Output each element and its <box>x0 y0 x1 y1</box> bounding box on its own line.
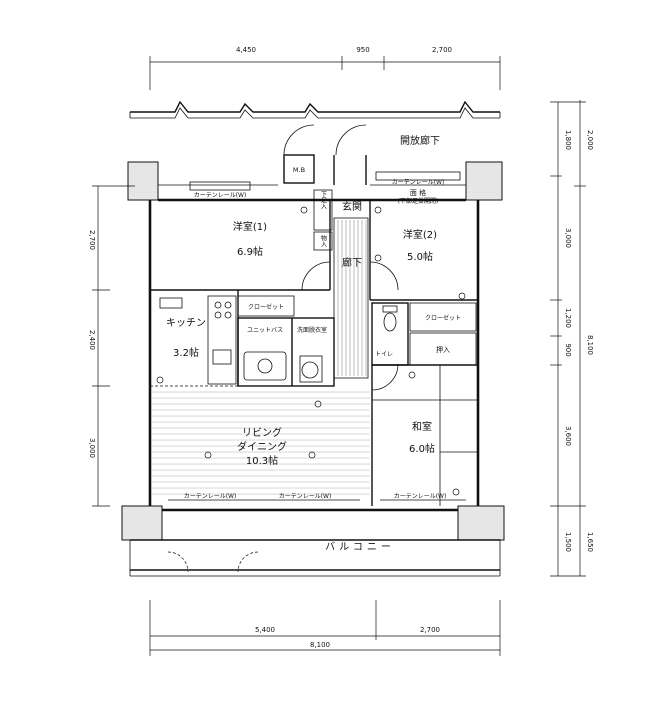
interior-walls: クローゼット クローゼット 押入 <box>150 200 478 506</box>
balcony-label: バルコニー <box>325 541 395 553</box>
shoe-box <box>313 189 333 231</box>
entrance-area: M.B 下足入 物入 玄関 <box>283 124 367 251</box>
bath-fixtures: ユニットバス 洗面脱衣室 <box>243 326 327 383</box>
dim-left-1: 2,700 <box>88 230 96 250</box>
mb-label: M.B <box>293 166 305 174</box>
pillar-bottom-left <box>121 505 163 541</box>
dim-bottom-1: 5,400 <box>255 626 275 634</box>
mb-box <box>283 154 315 184</box>
closet-label: クローゼット <box>248 303 284 311</box>
hallway-label: 廊下 <box>342 256 362 269</box>
dim-right-b3: 1,650 <box>586 532 594 552</box>
outer-walls <box>121 161 505 541</box>
rail-top-right: カーテンレール(W) <box>392 179 445 186</box>
corridor-parapet <box>129 100 501 119</box>
closet2-label: クローゼット <box>425 314 461 322</box>
shoe-box-label: 下足入 <box>320 191 327 209</box>
room-japanese-name: 和室 <box>412 420 432 433</box>
room-labels: 洋室(1) 6.9帖 洋室(2) 5.0帖 キッチン 3.2帖 リビング ダイニ… <box>166 220 437 467</box>
pillar-bottom-right <box>457 505 505 541</box>
balcony: バルコニー <box>129 539 501 577</box>
toilet-label: トイレ <box>375 351 393 358</box>
dim-bottom-total: 8,100 <box>310 641 330 649</box>
living-floor <box>152 391 370 495</box>
pillar-top-right <box>465 161 503 201</box>
washroom-label: 洗面脱衣室 <box>297 326 327 334</box>
dim-top-1: 4,450 <box>236 46 256 54</box>
rail-top-left: カーテンレール(W) <box>194 192 247 199</box>
dim-right-5: 3,600 <box>564 426 572 446</box>
storage-small <box>313 231 333 251</box>
dim-top-2: 950 <box>356 46 369 54</box>
room-kitchen-name: キッチン <box>166 317 206 329</box>
bath-label: ユニットバス <box>247 327 283 334</box>
room-kitchen-size: 3.2帖 <box>173 346 199 359</box>
room-japanese-size: 6.0帖 <box>409 442 435 455</box>
dim-right-b2: 8,100 <box>586 335 594 355</box>
outlet-symbols <box>156 206 466 496</box>
bottom-dimensions: 5,400 2,700 8,100 <box>149 600 501 656</box>
dim-top-3: 2,700 <box>432 46 452 54</box>
room-living-name2: ダイニング <box>237 440 287 453</box>
top-dimensions: 4,450 950 2,700 <box>149 46 501 90</box>
oshiire-label: 押入 <box>436 345 450 354</box>
dim-right-1: 1,800 <box>564 130 572 150</box>
dim-left-2: 2,400 <box>88 330 96 350</box>
dim-right-b1: 2,000 <box>586 130 594 150</box>
rail-top-right-note2: (下部足掛開閉) <box>398 197 439 205</box>
corridor-label: 開放廊下 <box>400 134 440 147</box>
storage-small-label: 物入 <box>320 234 327 247</box>
dim-right-3: 1,200 <box>564 308 572 328</box>
rail-bottom-2: カーテンレール(W) <box>279 493 332 500</box>
pillar-top-left <box>127 161 159 201</box>
room-western1-name: 洋室(1) <box>233 220 267 233</box>
entrance-label: 玄関 <box>342 200 362 213</box>
rail-top-right-note: 面 格 <box>410 188 426 197</box>
room-living-size: 10.3帖 <box>246 454 278 467</box>
room-western1-size: 6.9帖 <box>237 245 263 258</box>
dim-bottom-2: 2,700 <box>420 626 440 634</box>
dim-right-6: 1,500 <box>564 532 572 552</box>
rail-bottom-3: カーテンレール(W) <box>394 493 447 500</box>
right-dimensions: 1,800 3,000 1,200 900 3,600 1,500 2,000 … <box>550 100 594 577</box>
dim-left-3: 3,000 <box>88 438 96 458</box>
hallway-floor: 廊下 <box>333 217 369 379</box>
kitchen-fixtures <box>159 295 237 385</box>
room-western2-name: 洋室(2) <box>403 228 437 241</box>
door-arcs <box>301 261 399 391</box>
dim-right-4: 900 <box>564 343 572 356</box>
dim-right-2: 3,000 <box>564 228 572 248</box>
rail-bottom-1: カーテンレール(W) <box>184 493 237 500</box>
tatami <box>372 365 478 506</box>
left-dimensions: 2,700 2,400 3,000 <box>88 185 135 507</box>
window-rails <box>168 171 466 501</box>
room-living-name: リビング <box>242 426 282 439</box>
toilet-fixtures: トイレ <box>375 305 398 358</box>
room-western2-size: 5.0帖 <box>407 250 433 263</box>
